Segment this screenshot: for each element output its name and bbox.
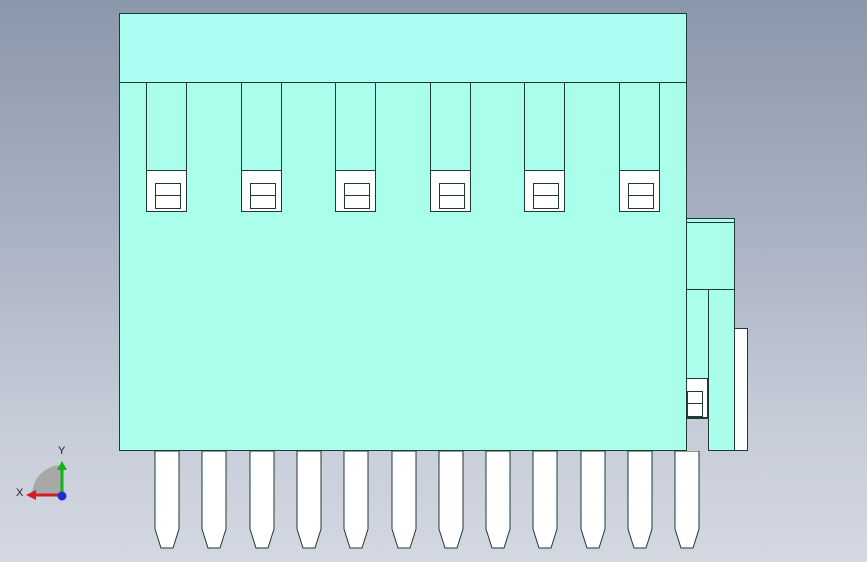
latch-tab bbox=[439, 183, 465, 209]
side-block-edge bbox=[686, 222, 735, 223]
latch-window bbox=[525, 170, 564, 211]
pin-12[interactable] bbox=[674, 451, 700, 549]
latch-slot-4[interactable] bbox=[430, 82, 471, 212]
latch-window bbox=[242, 170, 281, 211]
triad-plane-icon bbox=[32, 465, 62, 495]
pin-6[interactable] bbox=[391, 451, 417, 549]
x-arrow-icon bbox=[26, 490, 36, 500]
pin-5[interactable] bbox=[343, 451, 369, 549]
latch-tab bbox=[533, 183, 559, 209]
pin-11[interactable] bbox=[627, 451, 653, 549]
side-rib[interactable] bbox=[734, 328, 748, 451]
pin-2[interactable] bbox=[201, 451, 227, 549]
pin-8[interactable] bbox=[485, 451, 511, 549]
latch-slot-6[interactable] bbox=[619, 82, 660, 212]
z-axis-icon bbox=[57, 491, 67, 501]
latch-tab bbox=[344, 183, 370, 209]
latch-tab bbox=[155, 183, 181, 209]
coordinate-triad: Y X bbox=[14, 440, 74, 510]
latch-window bbox=[431, 170, 470, 211]
side-flange[interactable] bbox=[708, 289, 735, 451]
housing-top-band[interactable] bbox=[119, 13, 687, 83]
latch-tab bbox=[628, 183, 654, 209]
connector-housing[interactable] bbox=[119, 13, 687, 451]
latch-slot-3[interactable] bbox=[335, 82, 376, 212]
side-block-upper[interactable] bbox=[686, 218, 735, 290]
latch-tab bbox=[250, 183, 276, 209]
side-latch-tab bbox=[687, 391, 703, 417]
pin-10[interactable] bbox=[580, 451, 606, 549]
y-arrow-icon bbox=[57, 461, 67, 470]
latch-slot-2[interactable] bbox=[241, 82, 282, 212]
pin-4[interactable] bbox=[296, 451, 322, 549]
latch-window bbox=[336, 170, 375, 211]
pin-1[interactable] bbox=[154, 451, 180, 549]
latch-slot-1[interactable] bbox=[146, 82, 187, 212]
x-axis-label: X bbox=[16, 487, 24, 499]
latch-window bbox=[620, 170, 659, 211]
latch-window bbox=[147, 170, 186, 211]
latch-slot-5[interactable] bbox=[524, 82, 565, 212]
pin-9[interactable] bbox=[532, 451, 558, 549]
pin-7[interactable] bbox=[438, 451, 464, 549]
pin-3[interactable] bbox=[249, 451, 275, 549]
y-axis-label: Y bbox=[58, 445, 66, 457]
